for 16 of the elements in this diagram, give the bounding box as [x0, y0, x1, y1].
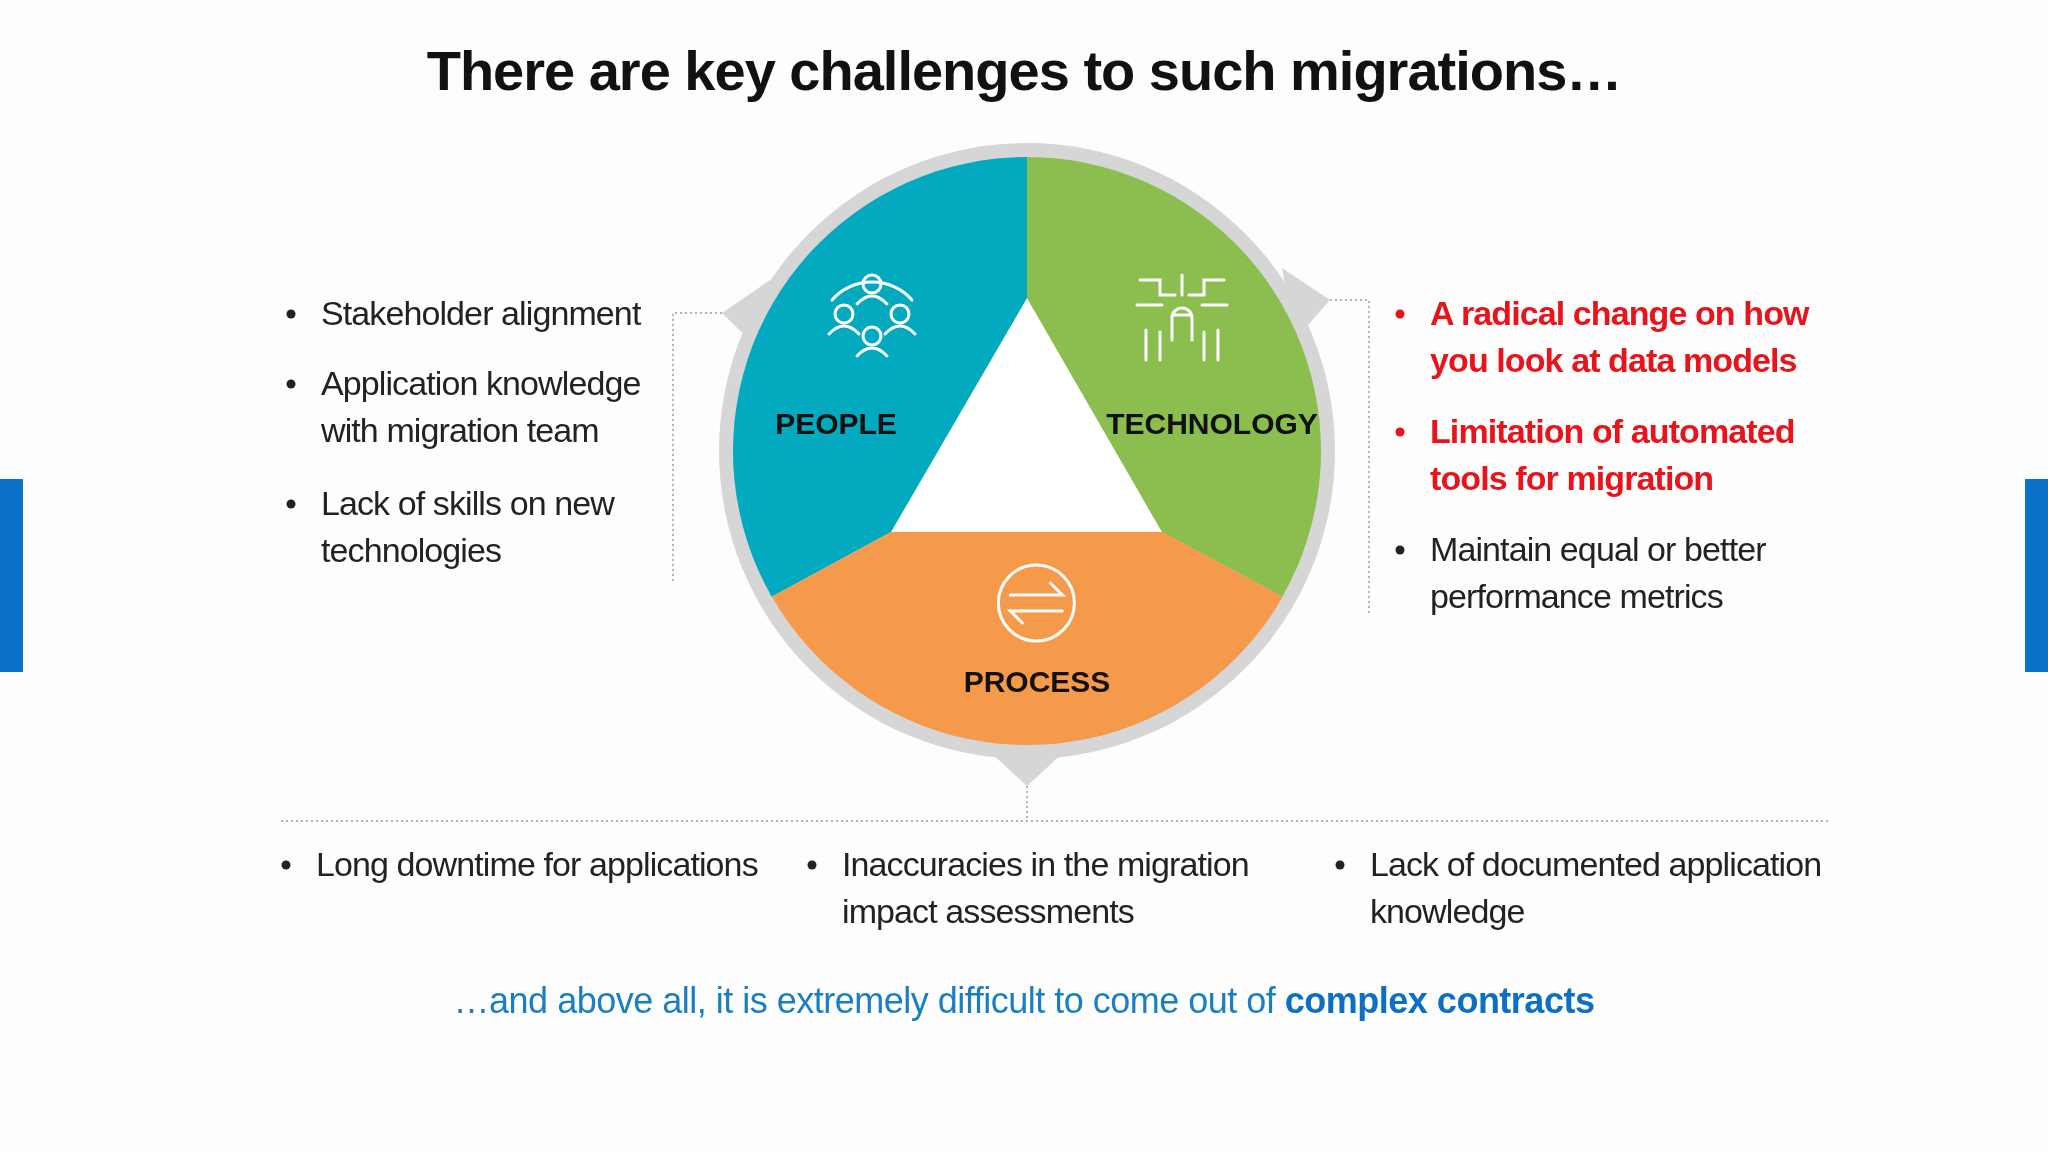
bullet-text: Inaccuracies in the migration impact assessments [842, 844, 1250, 932]
bullet-text: Application knowledge with migration team [321, 363, 642, 451]
bullet-text: A radical change on how you look at data models [1430, 293, 1811, 381]
side-bar [0, 479, 23, 672]
bullet-text: Long downtime for applications [316, 844, 759, 885]
side-bar [2025, 479, 2048, 672]
segment-label: PROCESS [963, 665, 1111, 699]
bullet-text: Lack of documented application knowledge [1370, 844, 1823, 932]
bullet-text: Limitation of automated tools for migration [1430, 411, 1796, 499]
closing-statement: …and above all, it is extremely difficult to come out of complex contracts [452, 980, 1596, 1022]
bullet-text: Stakeholder alignment [321, 293, 643, 334]
segment-label: TECHNOLOGY [1106, 407, 1318, 441]
bullet-text: Maintain equal or better performance metrics [1430, 529, 1767, 617]
bullet-text: Lack of skills on new technologies [321, 483, 616, 571]
slide-title: There are key challenges to such migrations… [425, 38, 1623, 103]
segment-label: PEOPLE [775, 407, 897, 441]
